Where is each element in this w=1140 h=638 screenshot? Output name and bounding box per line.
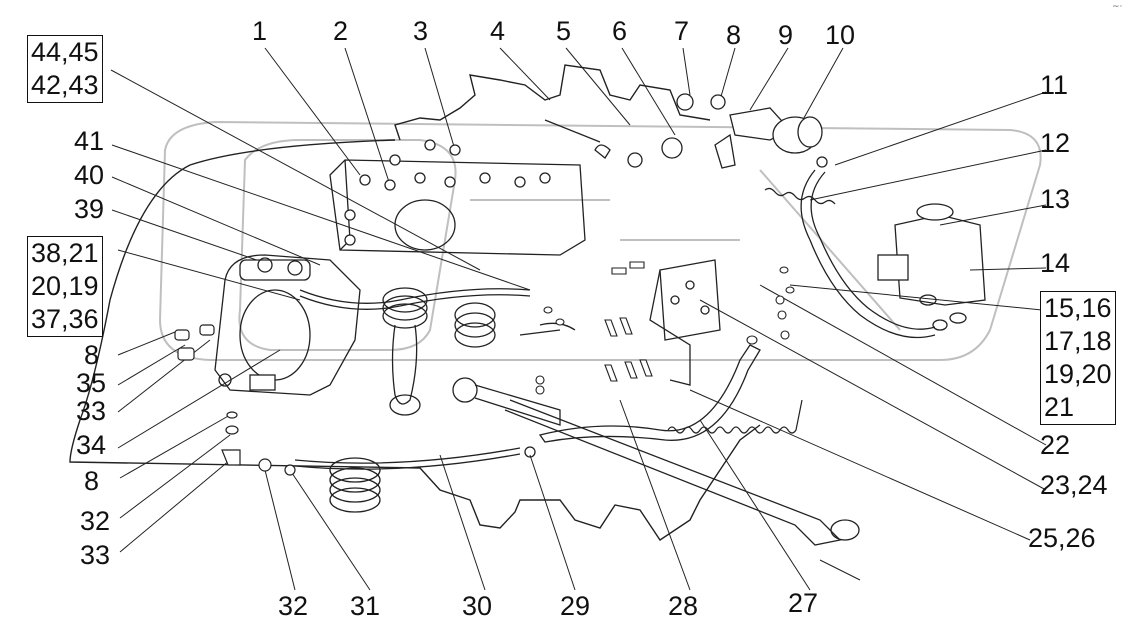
callout-box-44-45-42-43: 44,45 42,43 xyxy=(27,35,103,103)
box-line: 15,16 xyxy=(1044,293,1112,323)
callout-8-left: 8 xyxy=(84,340,100,370)
small-fittings-left xyxy=(174,324,296,476)
callout-35: 35 xyxy=(76,368,107,398)
callout-9: 9 xyxy=(778,20,794,50)
callout-30: 30 xyxy=(462,591,493,621)
callout-34: 34 xyxy=(76,430,107,460)
callout-31: 31 xyxy=(350,591,381,621)
hoses xyxy=(764,169,936,339)
callout-5: 5 xyxy=(556,16,572,46)
callout-29: 29 xyxy=(560,591,591,621)
box-line: 38,21 xyxy=(31,238,99,268)
callout-14: 14 xyxy=(1040,248,1071,278)
box-line: 44,45 xyxy=(31,37,99,67)
callout-2: 2 xyxy=(333,16,349,46)
pump-body xyxy=(214,254,361,396)
callout-10: 10 xyxy=(825,20,856,50)
callout-25-26: 25,26 xyxy=(1028,523,1096,553)
callout-32-left: 32 xyxy=(80,506,111,536)
callout-32-bottom: 32 xyxy=(278,591,309,621)
callout-11: 11 xyxy=(1040,70,1069,100)
callout-33-bottom: 33 xyxy=(80,540,111,570)
box-line: 37,36 xyxy=(31,304,99,334)
corner-mark: ~· xyxy=(1112,2,1123,12)
bracket xyxy=(649,259,721,386)
callout-23-24: 23,24 xyxy=(1040,470,1108,500)
callout-box-15-21: 15,16 17,18 19,20 21 xyxy=(1040,291,1116,425)
watermark xyxy=(158,120,1042,361)
callout-33-left: 33 xyxy=(76,396,107,426)
valve-assembly xyxy=(519,93,828,336)
spring xyxy=(667,399,803,434)
callout-8: 8 xyxy=(726,20,742,50)
callout-4: 4 xyxy=(490,16,506,46)
small-nuts xyxy=(543,266,795,345)
box-line: 19,20 xyxy=(1044,359,1112,389)
leader-lines xyxy=(110,47,1047,591)
callout-7: 7 xyxy=(674,16,690,46)
callout-41: 41 xyxy=(74,126,105,156)
tie-rod xyxy=(452,344,860,546)
box-line: 21 xyxy=(1044,392,1075,422)
callout-box-38-21-20-19-37-36: 38,21 20,19 37,36 xyxy=(27,236,103,337)
reservoir xyxy=(877,203,986,331)
pipe-assemblies xyxy=(294,287,536,513)
callout-40: 40 xyxy=(74,160,105,190)
callout-8-lower: 8 xyxy=(84,466,100,496)
bolts xyxy=(535,261,790,395)
gear-outline xyxy=(69,64,761,541)
box-line: 17,18 xyxy=(1044,326,1112,356)
callout-1: 1 xyxy=(252,16,268,46)
callout-28: 28 xyxy=(668,591,699,621)
callout-39: 39 xyxy=(74,194,105,224)
callout-3: 3 xyxy=(413,16,429,46)
box-line: 20,19 xyxy=(31,271,99,301)
callout-13: 13 xyxy=(1040,184,1071,214)
box-line: 42,43 xyxy=(31,70,99,100)
callout-22: 22 xyxy=(1040,430,1071,460)
callout-6: 6 xyxy=(612,16,628,46)
cover-plate xyxy=(329,139,586,256)
callout-27: 27 xyxy=(788,588,819,618)
callout-12: 12 xyxy=(1040,128,1071,158)
